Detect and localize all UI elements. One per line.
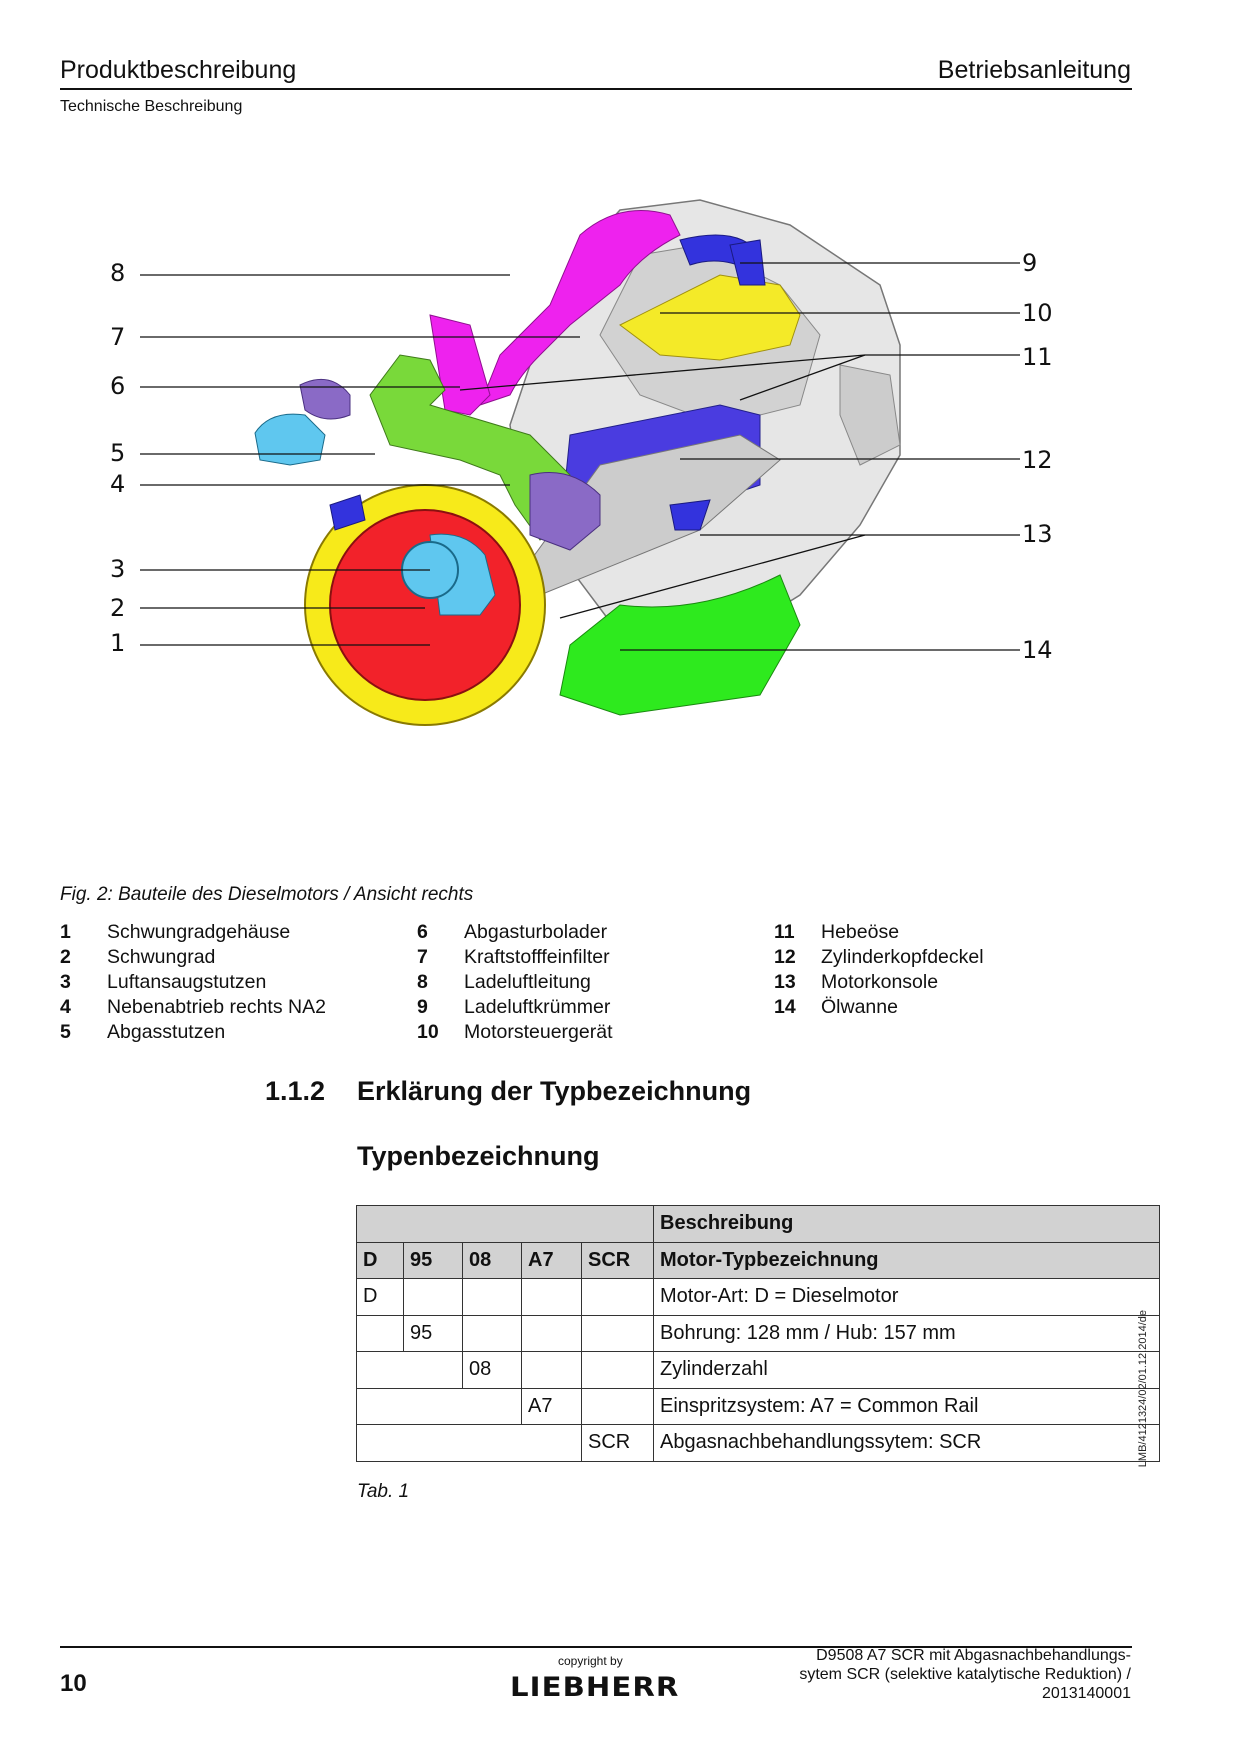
table-cell xyxy=(403,1278,463,1316)
callout-7: 7 xyxy=(110,323,125,351)
callout-11: 11 xyxy=(1022,343,1053,371)
callout-4: 4 xyxy=(110,470,125,498)
table-row: 95 Bohrung: 128 mm / Hub: 157 mm xyxy=(356,1314,1160,1352)
table-header-cell: D xyxy=(356,1241,404,1279)
table-header-cell xyxy=(356,1205,654,1243)
section-number: 1.1.2 xyxy=(265,1076,326,1106)
page-number: 10 xyxy=(60,1670,87,1697)
section-title: Erklärung der Typbezeichnung xyxy=(357,1076,752,1106)
header-subtitle: Technische Beschreibung xyxy=(60,98,243,115)
table-cell xyxy=(581,1351,654,1389)
table-header-cell: Beschreibung xyxy=(653,1205,1160,1243)
table-cell: Abgasnachbehandlungssytem: SCR xyxy=(653,1424,1160,1462)
table-cell xyxy=(356,1314,404,1352)
callout-2: 2 xyxy=(110,594,125,622)
callout-8: 8 xyxy=(110,259,125,287)
table-row: A7 Einspritzsystem: A7 = Common Rail xyxy=(356,1387,1160,1425)
table-cell: 95 xyxy=(403,1314,463,1352)
table-cell xyxy=(356,1424,582,1462)
callout-14: 14 xyxy=(1022,636,1053,664)
callout-1: 1 xyxy=(110,629,125,657)
footer-doc-line: sytem SCR (selektive katalytische Redukt… xyxy=(799,1666,1131,1683)
callout-5: 5 xyxy=(110,439,125,467)
callout-10: 10 xyxy=(1022,299,1053,327)
header-rule xyxy=(60,88,1132,90)
table-cell: A7 xyxy=(521,1387,582,1425)
table-cell xyxy=(462,1314,522,1352)
table-header-row: D 95 08 A7 SCR Motor-Typbezeichnung xyxy=(356,1241,1160,1279)
table-cell: Bohrung: 128 mm / Hub: 157 mm xyxy=(653,1314,1160,1352)
callout-12: 12 xyxy=(1022,446,1053,474)
table-cell xyxy=(462,1278,522,1316)
table-cell xyxy=(581,1387,654,1425)
callout-13: 13 xyxy=(1022,520,1053,548)
table-row: 08 Zylinderzahl xyxy=(356,1351,1160,1389)
table-header-cell: 08 xyxy=(462,1241,522,1279)
callout-leader-lines xyxy=(140,262,1020,651)
table-cell: 08 xyxy=(462,1351,522,1389)
table-header-cell: SCR xyxy=(581,1241,654,1279)
document-code: LMB/4121324/02/01.12.2014/de xyxy=(1137,1310,1149,1468)
footer-doc-line: 2013140001 xyxy=(1042,1685,1131,1702)
table-cell: D xyxy=(356,1278,404,1316)
table-cell xyxy=(356,1351,463,1389)
table-cell xyxy=(521,1314,582,1352)
table-cell xyxy=(521,1278,582,1316)
table-cell: Motor-Art: D = Dieselmotor xyxy=(653,1278,1160,1316)
table-header-cell: 95 xyxy=(403,1241,463,1279)
footer-document-info: D9508 A7 SCR mit Abgasnachbehandlungs- s… xyxy=(799,1646,1131,1703)
figure-caption: Fig. 2: Bauteile des Dieselmotors / Ansi… xyxy=(60,884,474,905)
table-cell: Einspritzsystem: A7 = Common Rail xyxy=(653,1387,1160,1425)
footer-doc-line: D9508 A7 SCR mit Abgasnachbehandlungs- xyxy=(816,1647,1131,1664)
header-section-title: Produktbeschreibung xyxy=(60,56,297,84)
copyright-text: copyright by xyxy=(558,1654,623,1668)
engine-illustration xyxy=(254,199,901,726)
table-cell: Zylinderzahl xyxy=(653,1351,1160,1389)
callout-9: 9 xyxy=(1022,249,1037,277)
type-designation-table: Beschreibung D 95 08 A7 SCR Motor-Typbez… xyxy=(356,1205,1160,1462)
table-header-cell: A7 xyxy=(521,1241,582,1279)
table-cell xyxy=(581,1314,654,1352)
subsection-heading: Typenbezeichnung xyxy=(357,1141,600,1171)
table-header-row: Beschreibung xyxy=(356,1205,1160,1243)
table-row: D Motor-Art: D = Dieselmotor xyxy=(356,1278,1160,1316)
table-caption: Tab. 1 xyxy=(357,1481,410,1502)
table-cell xyxy=(521,1351,582,1389)
table-cell xyxy=(581,1278,654,1316)
callout-3: 3 xyxy=(110,555,125,583)
header-manual-title: Betriebsanleitung xyxy=(937,56,1131,84)
table-cell: SCR xyxy=(581,1424,654,1462)
callout-6: 6 xyxy=(110,372,125,400)
table-cell xyxy=(356,1387,522,1425)
engine-figure: 8 7 6 5 4 3 2 1 9 10 11 12 13 14 xyxy=(110,199,1053,726)
callout-numbers: 8 7 6 5 4 3 2 1 9 10 11 12 13 14 xyxy=(110,249,1053,664)
footer-rule xyxy=(60,1646,1132,1648)
liebherr-logo: LIEBHERR xyxy=(510,1672,680,1703)
table-header-cell: Motor-Typbezeichnung xyxy=(653,1241,1160,1279)
section-heading: 1.1.2 Erklärung der Typbezeichnung xyxy=(265,1076,751,1107)
table-row: SCR Abgasnachbehandlungssytem: SCR xyxy=(356,1424,1160,1462)
